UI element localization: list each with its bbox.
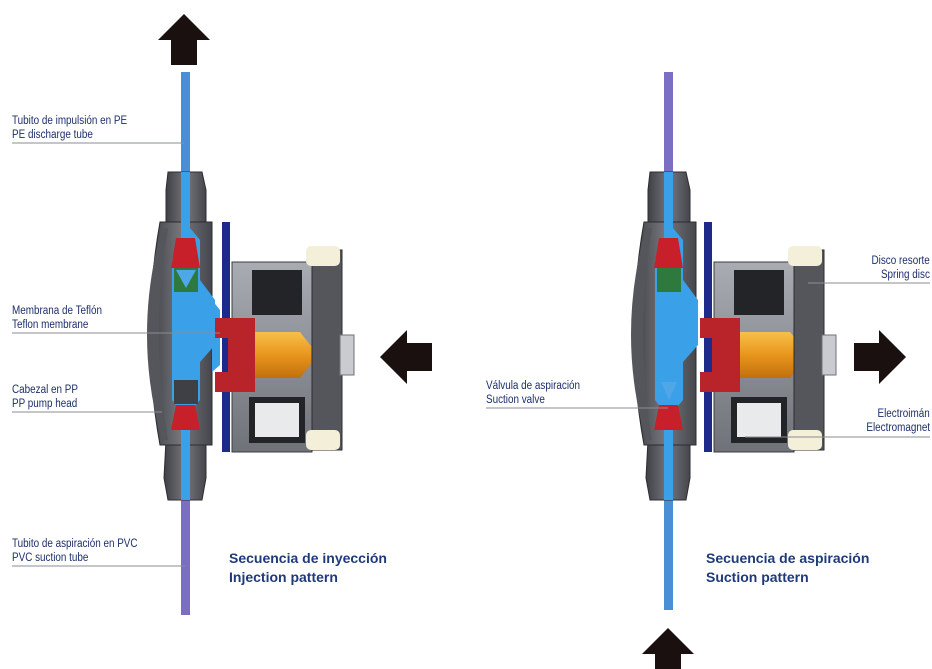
- label-discharge-es: Tubito de impulsión en PE: [12, 115, 128, 127]
- suction-caption-es: Secuencia de aspiración: [706, 550, 870, 566]
- suction-tube: [181, 500, 190, 615]
- spring-disc-right: [793, 249, 825, 451]
- coil-upper-right: [734, 270, 784, 315]
- label-valve-en: Suction valve: [486, 394, 545, 406]
- end-cap: [339, 334, 355, 376]
- label-valve-es: Válvula de aspiración: [486, 380, 581, 392]
- lower-valve: [171, 380, 200, 430]
- coil-lower: [249, 397, 305, 443]
- discharge-tube: [181, 72, 190, 172]
- top-pad: [306, 246, 340, 266]
- bottom-pad-right: [788, 430, 822, 450]
- top-pad-right: [788, 246, 822, 266]
- intake-arrow-icon: [642, 628, 694, 669]
- plunger-right: [740, 332, 808, 378]
- label-magnet-es: Electroimán: [877, 408, 930, 420]
- label-membrane-es: Membrana de Teflón: [12, 305, 102, 317]
- label-suction-tube-es: Tubito de aspiración en PVC: [12, 538, 138, 550]
- suction-tube-right: [664, 500, 673, 610]
- pump-head-dome: [147, 228, 168, 440]
- coil-lower-right: [731, 397, 787, 443]
- label-head-es: Cabezal en PP: [12, 384, 78, 396]
- right-leader-lines: [486, 282, 930, 438]
- label-head-en: PP pump head: [12, 398, 78, 410]
- label-spring-en: Spring disc: [881, 269, 930, 281]
- end-cap-right: [821, 334, 837, 376]
- left-leader-lines: [12, 142, 220, 567]
- suction-valve: [654, 382, 683, 430]
- pump-head-dome-right: [631, 228, 652, 440]
- bottom-pad: [306, 430, 340, 450]
- suction-pump: [631, 72, 906, 669]
- upper-valve: [171, 238, 200, 292]
- label-discharge-en: PE discharge tube: [12, 129, 93, 141]
- label-membrane-en: Teflon membrane: [12, 319, 89, 331]
- armature: [215, 318, 255, 392]
- upper-valve-right: [654, 238, 683, 292]
- injection-caption-en: Injection pattern: [229, 569, 338, 585]
- push-arrow-icon: [380, 330, 432, 384]
- injection-pump: [147, 14, 432, 615]
- discharge-arrow-icon: [158, 14, 210, 65]
- injection-caption-es: Secuencia de inyección: [229, 550, 387, 566]
- plunger: [255, 332, 318, 378]
- spring-disc: [311, 249, 343, 451]
- armature-right: [700, 318, 740, 392]
- label-magnet-en: Electromagnet: [866, 422, 930, 434]
- label-spring-es: Disco resorte: [871, 255, 930, 267]
- release-arrow-icon: [854, 330, 906, 384]
- coil-upper: [252, 270, 302, 315]
- label-suction-tube-en: PVC suction tube: [12, 552, 89, 564]
- suction-caption-en: Suction pattern: [706, 569, 809, 585]
- discharge-tube-right: [664, 72, 673, 172]
